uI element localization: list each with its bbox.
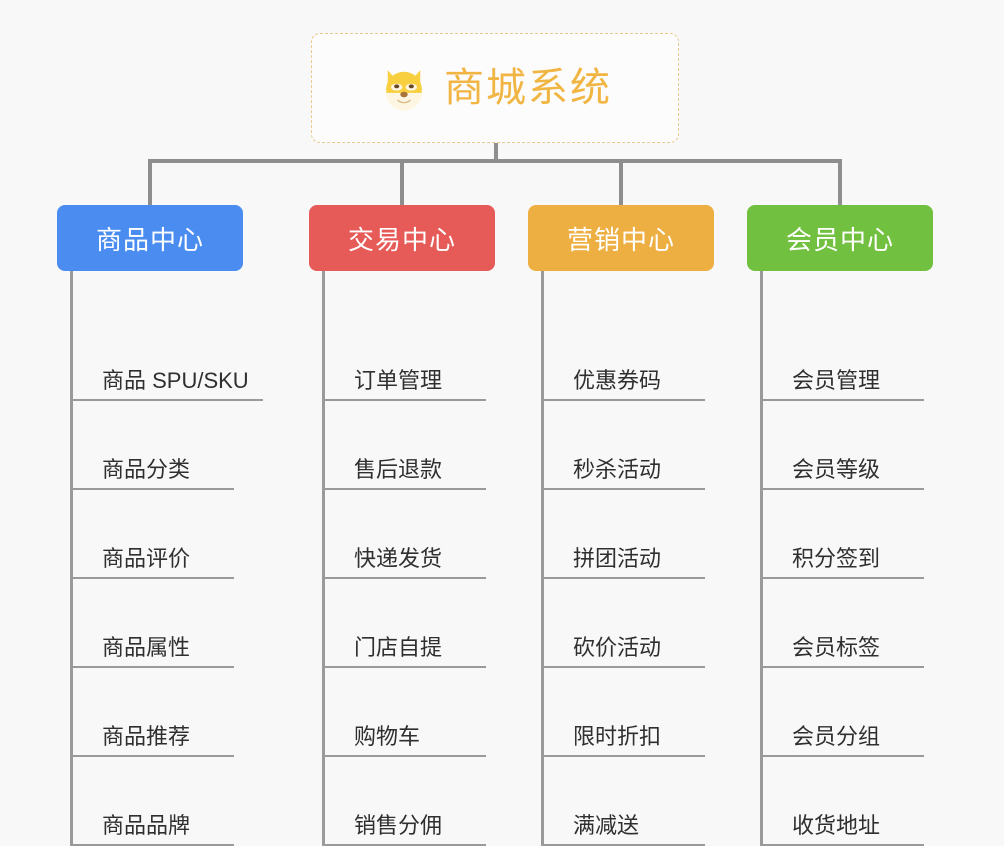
leaf-item[interactable]: 售后退款 bbox=[309, 401, 495, 490]
leaf-underline bbox=[760, 399, 924, 401]
leaf-underline bbox=[70, 755, 234, 757]
leaf-label: 限时折扣 bbox=[573, 723, 662, 749]
leaf-underline bbox=[322, 488, 486, 490]
category-header-3[interactable]: 营销中心 bbox=[528, 205, 714, 271]
leaf-underline bbox=[760, 488, 924, 490]
leaf-label: 销售分佣 bbox=[354, 812, 443, 838]
leaf-underline bbox=[541, 577, 705, 579]
category-header-1[interactable]: 商品中心 bbox=[57, 205, 243, 271]
leaf-item[interactable]: 会员标签 bbox=[747, 579, 933, 668]
leaf-item[interactable]: 商品分类 bbox=[57, 401, 243, 490]
leaf-underline bbox=[541, 755, 705, 757]
leaf-underline bbox=[760, 755, 924, 757]
leaf-underline bbox=[322, 399, 486, 401]
leaf-label: 商品分类 bbox=[102, 456, 191, 482]
leaf-underline bbox=[322, 577, 486, 579]
leaf-item[interactable]: 会员等级 bbox=[747, 401, 933, 490]
connector-drop-3 bbox=[619, 159, 623, 207]
leaf-item[interactable]: 拼团活动 bbox=[528, 490, 714, 579]
leaf-underline bbox=[70, 399, 263, 401]
root-title: 商城系统 bbox=[444, 66, 612, 110]
column-member-center: 会员中心 会员管理 会员等级 积分签到 会员标签 会员分组 收货地址 bbox=[747, 205, 933, 846]
leaf-item[interactable]: 会员管理 bbox=[747, 271, 933, 401]
leaf-item[interactable]: 限时折扣 bbox=[528, 668, 714, 757]
leaf-label: 拼团活动 bbox=[573, 545, 662, 571]
leaf-underline bbox=[760, 666, 924, 668]
connector-drop-2 bbox=[400, 159, 404, 207]
category-header-2[interactable]: 交易中心 bbox=[309, 205, 495, 271]
leaf-label: 商品推荐 bbox=[102, 723, 191, 749]
leaf-item[interactable]: 快递发货 bbox=[309, 490, 495, 579]
leaf-item[interactable]: 订单管理 bbox=[309, 271, 495, 401]
leaf-underline bbox=[541, 488, 705, 490]
leaf-item[interactable]: 销售分佣 bbox=[309, 757, 495, 846]
leaf-list-4: 会员管理 会员等级 积分签到 会员标签 会员分组 收货地址 bbox=[747, 271, 933, 846]
leaf-label: 商品评价 bbox=[102, 545, 191, 571]
leaf-item[interactable]: 优惠券码 bbox=[528, 271, 714, 401]
leaf-label: 订单管理 bbox=[354, 367, 443, 393]
leaf-label: 满减送 bbox=[573, 812, 640, 838]
dog-face-icon bbox=[386, 70, 422, 111]
leaf-item[interactable]: 收货地址 bbox=[747, 757, 933, 846]
leaf-label: 会员管理 bbox=[792, 367, 881, 393]
leaf-label: 商品品牌 bbox=[102, 812, 191, 838]
leaf-list-1: 商品 SPU/SKU 商品分类 商品评价 商品属性 商品推荐 商品品牌 bbox=[57, 271, 263, 846]
leaf-label: 优惠券码 bbox=[573, 367, 662, 393]
leaf-underline bbox=[541, 399, 705, 401]
connector-drop-1 bbox=[148, 159, 152, 207]
leaf-item[interactable]: 商品品牌 bbox=[57, 757, 243, 846]
leaf-list-2: 订单管理 售后退款 快递发货 门店自提 购物车 销售分佣 bbox=[309, 271, 495, 846]
leaf-label: 门店自提 bbox=[354, 634, 443, 660]
leaf-item[interactable]: 积分签到 bbox=[747, 490, 933, 579]
connector-root-stem bbox=[494, 143, 498, 162]
connector-drop-4 bbox=[838, 159, 842, 207]
leaf-label: 会员等级 bbox=[792, 456, 881, 482]
leaf-label: 砍价活动 bbox=[573, 634, 662, 660]
column-product-center: 商品中心 商品 SPU/SKU 商品分类 商品评价 商品属性 商品推荐 商品品牌 bbox=[57, 205, 263, 846]
leaf-item[interactable]: 会员分组 bbox=[747, 668, 933, 757]
leaf-underline bbox=[322, 755, 486, 757]
leaf-underline bbox=[70, 577, 234, 579]
leaf-underline bbox=[541, 666, 705, 668]
leaf-item[interactable]: 商品评价 bbox=[57, 490, 243, 579]
leaf-item[interactable]: 满减送 bbox=[528, 757, 714, 846]
leaf-underline bbox=[70, 666, 234, 668]
leaf-underline bbox=[322, 666, 486, 668]
leaf-item[interactable]: 商品属性 bbox=[57, 579, 243, 668]
leaf-underline bbox=[70, 488, 234, 490]
leaf-label: 商品 SPU/SKU bbox=[102, 367, 249, 393]
leaf-item[interactable]: 商品推荐 bbox=[57, 668, 243, 757]
connector-horizontal-bus bbox=[148, 159, 842, 163]
leaf-label: 会员标签 bbox=[792, 634, 881, 660]
column-trade-center: 交易中心 订单管理 售后退款 快递发货 门店自提 购物车 销售分佣 bbox=[309, 205, 495, 846]
leaf-item[interactable]: 秒杀活动 bbox=[528, 401, 714, 490]
leaf-label: 购物车 bbox=[354, 723, 421, 749]
leaf-list-3: 优惠券码 秒杀活动 拼团活动 砍价活动 限时折扣 满减送 bbox=[528, 271, 714, 846]
root-node[interactable]: 商城系统 bbox=[311, 33, 679, 143]
category-header-4[interactable]: 会员中心 bbox=[747, 205, 933, 271]
leaf-label: 秒杀活动 bbox=[573, 456, 662, 482]
column-marketing-center: 营销中心 优惠券码 秒杀活动 拼团活动 砍价活动 限时折扣 满减送 bbox=[528, 205, 714, 846]
leaf-label: 售后退款 bbox=[354, 456, 443, 482]
leaf-item[interactable]: 门店自提 bbox=[309, 579, 495, 668]
leaf-label: 收货地址 bbox=[792, 812, 881, 838]
leaf-item[interactable]: 砍价活动 bbox=[528, 579, 714, 668]
leaf-item[interactable]: 购物车 bbox=[309, 668, 495, 757]
leaf-underline bbox=[760, 577, 924, 579]
leaf-label: 商品属性 bbox=[102, 634, 191, 660]
leaf-label: 会员分组 bbox=[792, 723, 881, 749]
leaf-item[interactable]: 商品 SPU/SKU bbox=[57, 271, 263, 401]
leaf-label: 积分签到 bbox=[792, 545, 881, 571]
leaf-label: 快递发货 bbox=[354, 545, 443, 571]
